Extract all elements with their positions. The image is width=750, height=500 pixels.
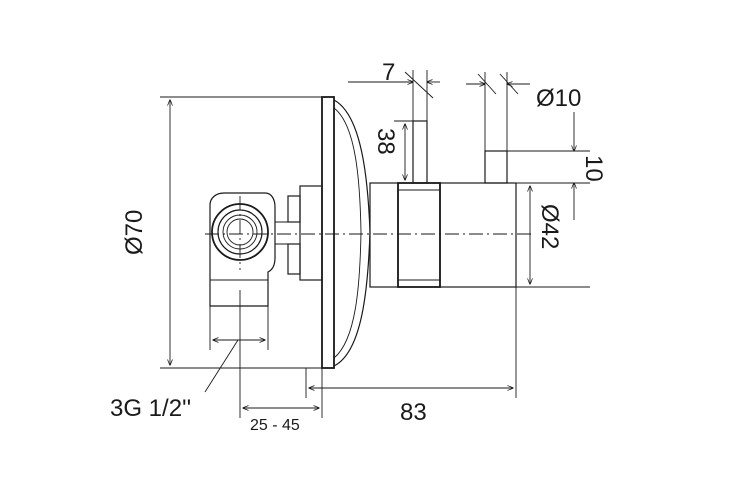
dim-length — [305, 287, 517, 398]
elbow-fitting — [209, 192, 276, 307]
dim-body-diameter — [516, 186, 590, 288]
dim-pin-height-label: 38 — [372, 128, 399, 155]
dim-cap-diameter-label: Ø10 — [536, 85, 581, 112]
connection-stubs — [275, 185, 323, 281]
dim-depth-range — [239, 290, 323, 418]
lever-pin — [412, 120, 428, 184]
dim-cap-height — [507, 112, 590, 220]
cap — [484, 150, 508, 184]
dim-body-diameter-label: Ø42 — [536, 204, 563, 249]
dim-pin-width — [348, 70, 440, 121]
dim-depth-range-label: 25 - 45 — [250, 417, 300, 434]
dim-cap-height-label: 10 — [580, 155, 607, 182]
dim-pin-width-label: 7 — [382, 59, 395, 86]
dim-length-label: 83 — [400, 399, 427, 426]
dim-connection-label: 3G 1/2'' — [110, 395, 191, 422]
dim-pin-height — [394, 120, 413, 180]
dim-cap-diameter — [466, 72, 530, 151]
wall-plate — [321, 96, 371, 369]
dim-plate-diameter-label: Ø70 — [121, 210, 148, 255]
dim-connection — [204, 306, 269, 393]
valve-body — [369, 182, 517, 288]
dim-plate-diameter — [160, 96, 322, 369]
